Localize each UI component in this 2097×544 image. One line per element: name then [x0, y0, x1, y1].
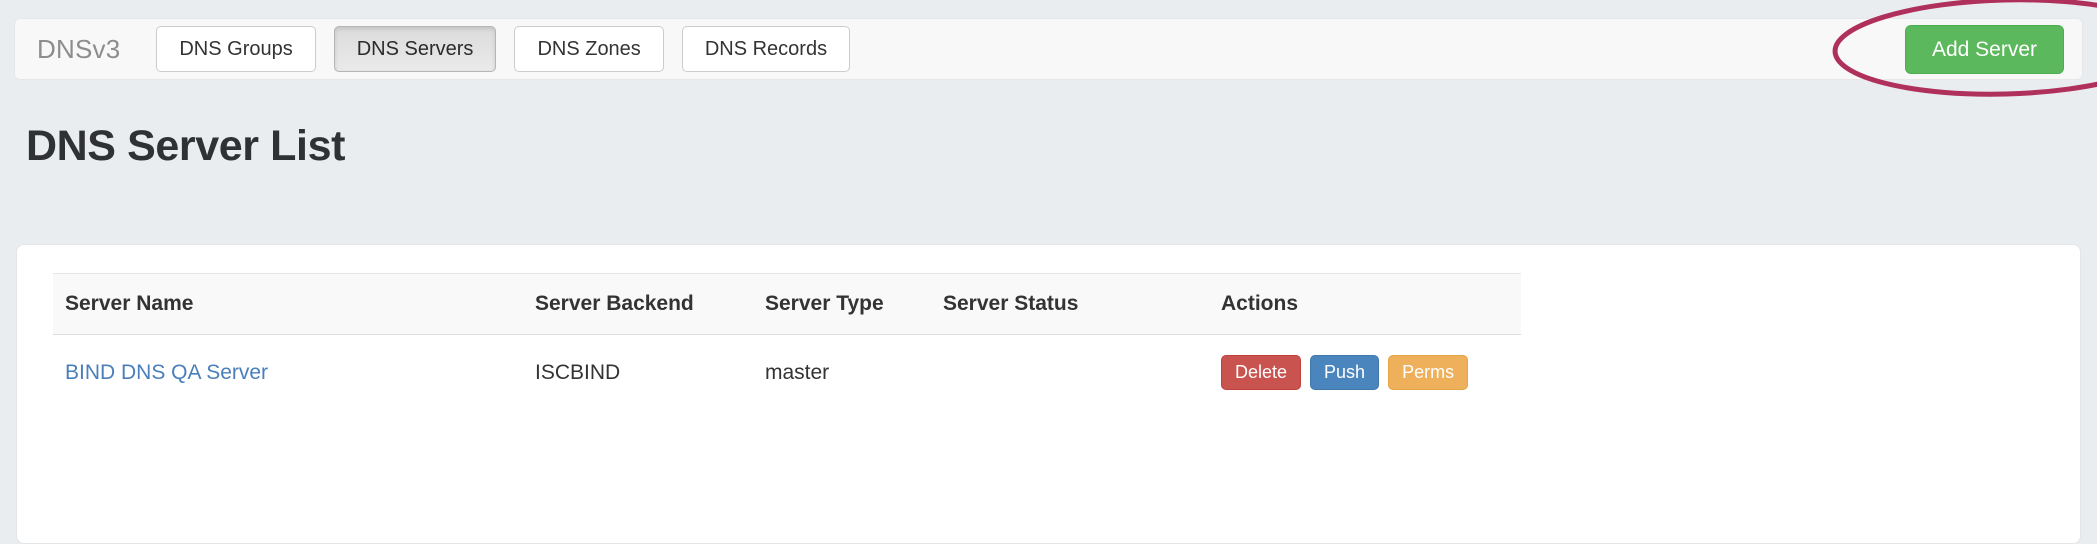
navbar-right-group: Add Server	[1832, 0, 2097, 97]
table-header-row: Server Name Server Backend Server Type S…	[53, 273, 1521, 335]
cell-server-name: BIND DNS QA Server	[53, 335, 535, 409]
column-header-server-name[interactable]: Server Name	[53, 273, 535, 335]
action-button-group: Delete Push Perms	[1221, 355, 1521, 390]
column-header-server-backend[interactable]: Server Backend	[535, 273, 765, 335]
add-server-button[interactable]: Add Server	[1904, 24, 2064, 74]
nav-button-dns-zones[interactable]: DNS Zones	[514, 26, 664, 72]
push-button[interactable]: Push	[1310, 355, 1380, 390]
server-name-link[interactable]: BIND DNS QA Server	[65, 360, 269, 384]
table-row: BIND DNS QA Server ISCBIND master Delete…	[53, 335, 1521, 409]
table-body: BIND DNS QA Server ISCBIND master Delete…	[53, 335, 1521, 409]
table-container: Server Name Server Backend Server Type S…	[53, 273, 2043, 408]
table-header: Server Name Server Backend Server Type S…	[53, 273, 1521, 335]
column-header-server-type[interactable]: Server Type	[765, 273, 943, 335]
nav-button-group: DNS Groups DNS Servers DNS Zones DNS Rec…	[156, 26, 851, 72]
cell-server-status	[943, 335, 1221, 409]
navbar-inner: DNSv3 DNS Groups DNS Servers DNS Zones D…	[15, 0, 2097, 97]
column-header-actions[interactable]: Actions	[1221, 273, 1521, 335]
content-card: Server Name Server Backend Server Type S…	[16, 244, 2081, 544]
nav-button-dns-records[interactable]: DNS Records	[681, 26, 851, 72]
cell-server-backend: ISCBIND	[535, 360, 621, 384]
cell-server-type: master	[765, 360, 830, 384]
nav-button-dns-groups[interactable]: DNS Groups	[156, 26, 316, 72]
delete-button[interactable]: Delete	[1221, 355, 1302, 390]
dns-server-table: Server Name Server Backend Server Type S…	[53, 273, 1521, 408]
page-title: DNS Server List	[26, 122, 346, 170]
column-header-server-status[interactable]: Server Status	[943, 273, 1221, 335]
perms-button[interactable]: Perms	[1388, 355, 1469, 390]
cell-actions: Delete Push Perms	[1221, 335, 1521, 409]
navbar: DNSv3 DNS Groups DNS Servers DNS Zones D…	[14, 0, 2097, 97]
nav-button-dns-servers[interactable]: DNS Servers	[333, 26, 497, 72]
brand-logo[interactable]: DNSv3	[37, 33, 121, 64]
